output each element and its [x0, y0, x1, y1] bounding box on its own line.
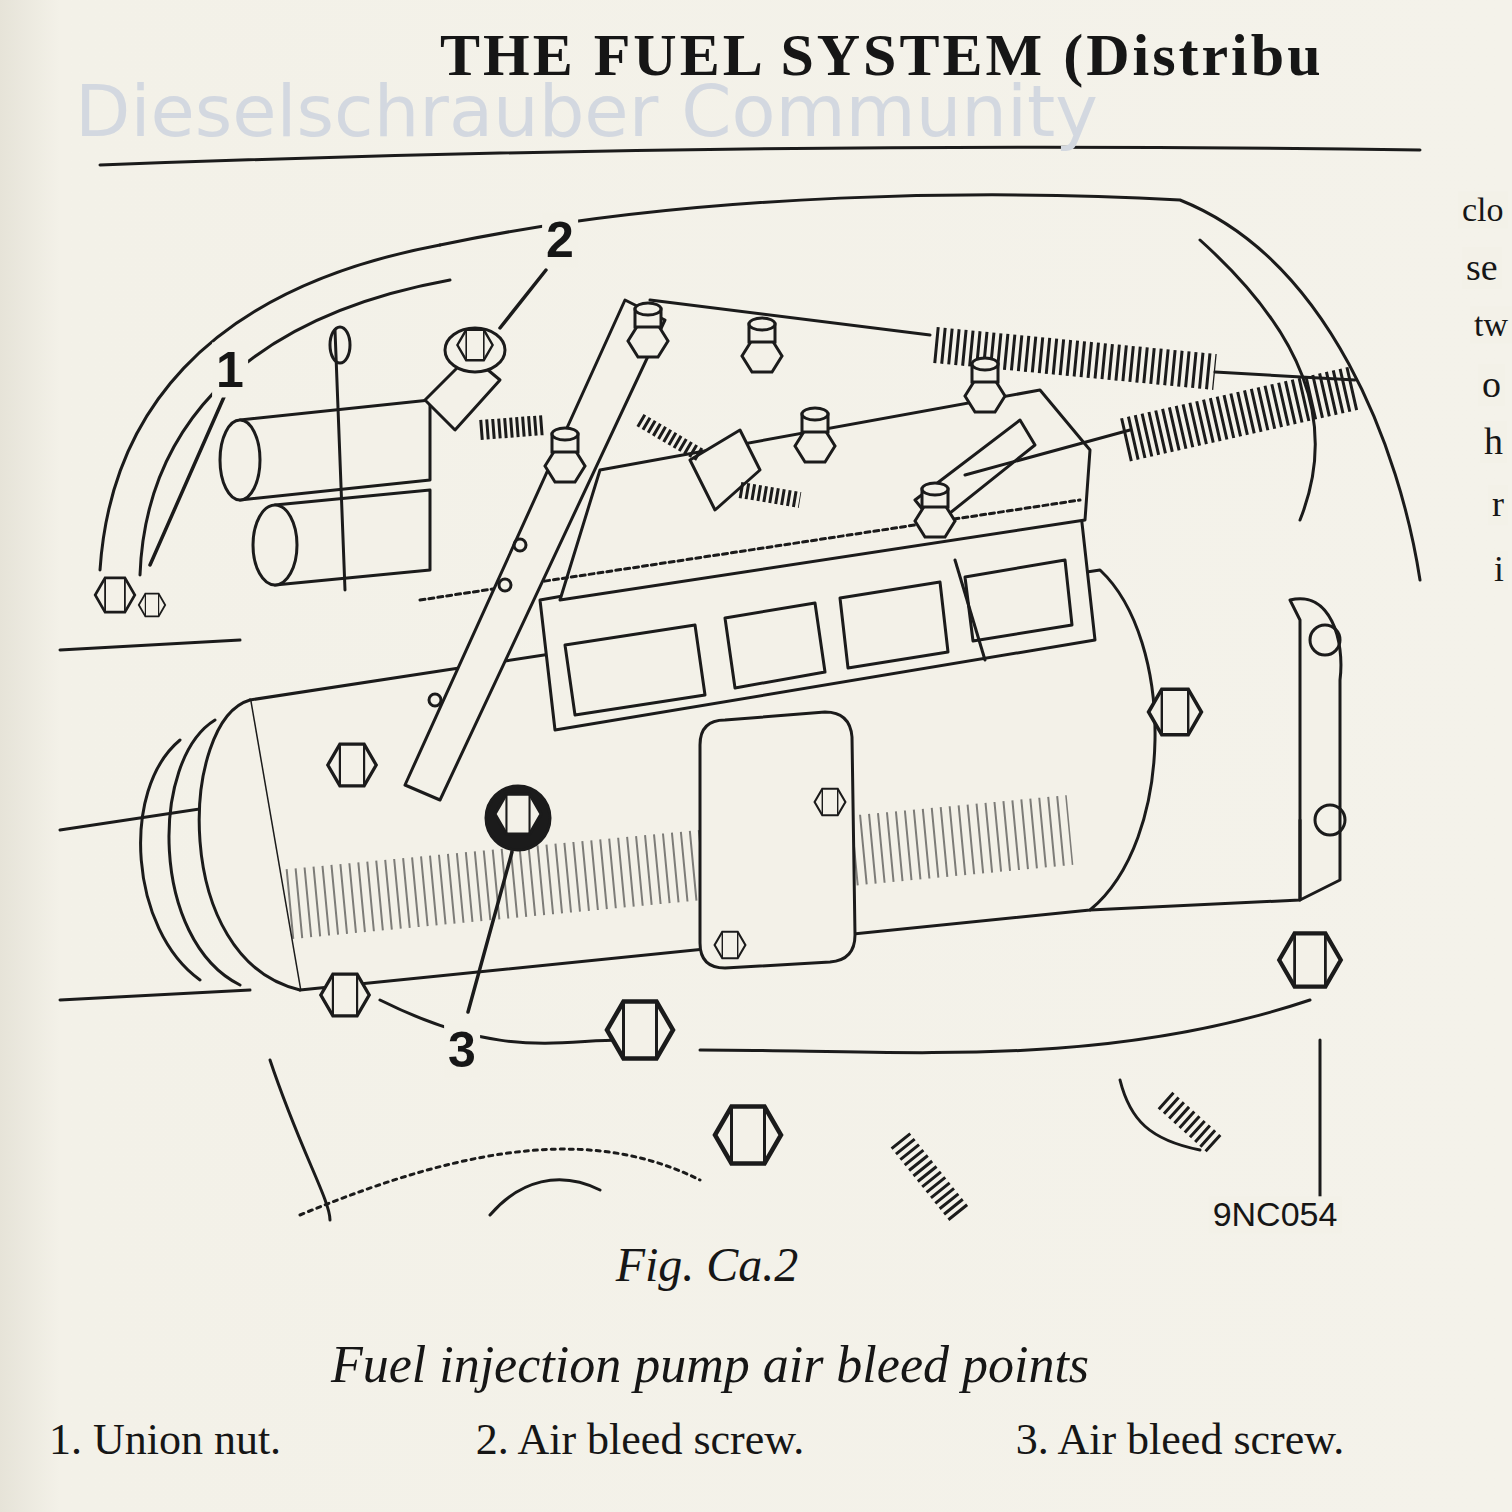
- pipe-bolt: [715, 1107, 781, 1164]
- bleed-screw-seat: [486, 786, 550, 850]
- side-cover: [700, 712, 855, 968]
- figure-code: 9NC054: [1209, 1196, 1342, 1233]
- lever-wire: [955, 560, 985, 660]
- column-fragment: clo: [1458, 191, 1508, 228]
- casting-edge: [490, 1180, 600, 1215]
- cover-window: [965, 560, 1072, 641]
- governor-housing: [560, 390, 1090, 600]
- control-rod: [650, 300, 930, 335]
- bar-hole: [514, 539, 526, 551]
- filter-cylinder: [220, 420, 260, 500]
- casting-edge: [300, 1149, 700, 1215]
- filter-cylinder: [253, 505, 297, 585]
- callout-number: 2: [542, 213, 578, 268]
- adjust-screw: [740, 490, 800, 500]
- figure-caption: Fuel injection pump air bleed points: [331, 1336, 1089, 1393]
- cap-nut: [545, 428, 585, 482]
- column-fragment: o: [1478, 364, 1505, 406]
- threaded-stud: [480, 425, 545, 430]
- cover-bolt: [815, 789, 846, 816]
- column-fragment: se: [1462, 247, 1502, 289]
- column-fragment: r: [1488, 485, 1508, 525]
- pipe-bolt: [607, 1002, 673, 1059]
- banjo-fitting: [445, 328, 505, 372]
- engine-outline: [60, 990, 250, 1000]
- delivery-pipe: [700, 1000, 1310, 1053]
- callout-number: 3: [444, 1023, 480, 1078]
- pump-front-end: [169, 720, 240, 985]
- column-fragment: tw: [1470, 306, 1512, 343]
- spring-wire: [1215, 372, 1355, 380]
- throttle-arm: [690, 430, 760, 510]
- callout-number: 1: [212, 343, 248, 398]
- bar-hole: [429, 694, 441, 706]
- watermark: Dieselschrauber Community: [75, 72, 1098, 151]
- delivery-pipe: [380, 1000, 620, 1043]
- body-bolt: [321, 974, 369, 1016]
- pump-front-end: [199, 700, 300, 990]
- pipe-bolt: [1279, 933, 1341, 986]
- leader-line: [500, 270, 546, 328]
- cover-bolt: [715, 932, 746, 959]
- cap-nut: [965, 358, 1005, 412]
- linkage-bar: [405, 300, 665, 800]
- body-bolt: [1149, 689, 1202, 735]
- cap-nut: [915, 483, 955, 537]
- leader-line: [468, 852, 512, 1012]
- cap-nut: [628, 303, 668, 357]
- body-shading: [280, 830, 1070, 905]
- casting-edge: [1120, 1080, 1200, 1150]
- filter-cylinder: [275, 490, 430, 585]
- cover-window: [840, 582, 948, 668]
- casting-edge: [1319, 1040, 1322, 1200]
- bracket-screw: [1315, 805, 1345, 835]
- engine-stud: [900, 1140, 960, 1215]
- column-fragment: i: [1490, 550, 1508, 589]
- tie-wire: [330, 327, 350, 363]
- key-entry: 3. Air bleed screw.: [1016, 1416, 1344, 1464]
- cap-nut: [795, 408, 835, 462]
- key-entry: 1. Union nut.: [49, 1416, 281, 1464]
- return-spring: [1125, 388, 1355, 440]
- adjust-screw: [640, 420, 700, 455]
- casting-edge: [270, 1060, 330, 1220]
- pump-front-end: [141, 740, 200, 980]
- leader-line: [150, 397, 224, 565]
- cover-window: [725, 603, 825, 688]
- lever-wire: [965, 430, 1130, 475]
- key-entry: 2. Air bleed screw.: [476, 1416, 804, 1464]
- engine-stud: [1165, 1100, 1215, 1145]
- tie-wire: [335, 330, 345, 590]
- engine-outline: [60, 640, 240, 650]
- pump-flange: [1090, 820, 1300, 910]
- bracket-screw: [1310, 625, 1340, 655]
- union-nut: [95, 578, 135, 612]
- air-bleed-screw: [495, 794, 541, 834]
- cap-nut: [742, 318, 782, 372]
- mount-bracket: [1290, 599, 1341, 900]
- column-fragment: h: [1480, 421, 1507, 463]
- body-bolt: [328, 744, 376, 786]
- filter-cylinder: [240, 400, 430, 500]
- cover-window: [565, 625, 705, 715]
- bar-hole: [499, 579, 511, 591]
- union-nut: [139, 594, 165, 617]
- air-bleed-screw: [457, 330, 492, 360]
- figure-number: Fig. Ca.2: [616, 1239, 799, 1292]
